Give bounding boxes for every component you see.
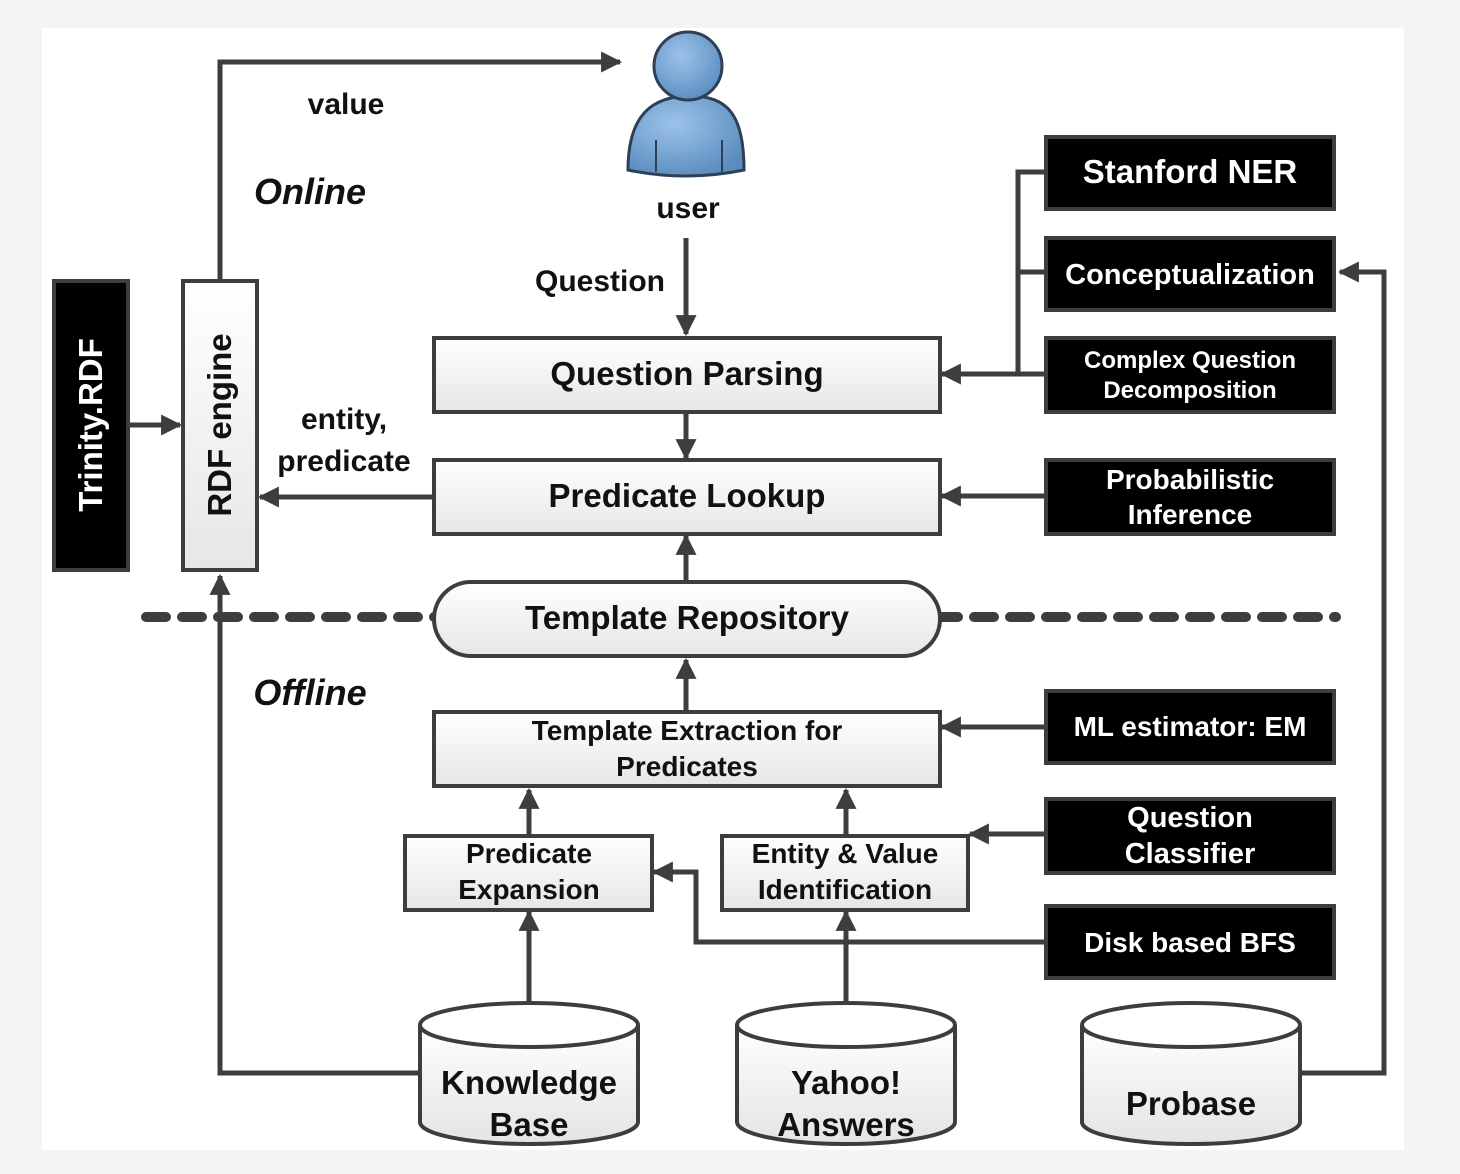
question-classifier-box: Question Classifier bbox=[1044, 797, 1336, 875]
ml-estimator-box: ML estimator: EM bbox=[1044, 689, 1336, 765]
probabilistic-inference-box: Probabilistic Inference bbox=[1044, 458, 1336, 536]
complex-question-line2: Decomposition bbox=[1103, 377, 1276, 404]
predicate-expansion-line1: Predicate bbox=[466, 838, 592, 869]
trinity-rdf-box: Trinity.RDF bbox=[52, 279, 130, 572]
knowledge-base-line2: Base bbox=[490, 1106, 569, 1143]
complex-question-box: Complex Question Decomposition bbox=[1044, 336, 1336, 414]
probabilistic-inference-line2: Inference bbox=[1128, 499, 1253, 530]
user-label: user bbox=[656, 192, 720, 225]
ml-estimator-label: ML estimator: EM bbox=[1074, 711, 1307, 742]
entity-value-line1: Entity & Value bbox=[752, 838, 939, 869]
knowledge-base-line1: Knowledge bbox=[441, 1064, 617, 1101]
question-classifier-line2: Classifier bbox=[1125, 838, 1256, 870]
entity-label: entity, bbox=[301, 403, 387, 436]
user-icon bbox=[626, 30, 746, 178]
probase-cylinder: Probase bbox=[1080, 1001, 1302, 1146]
edge-probase-to-concept bbox=[1300, 261, 1387, 1076]
disk-bfs-label: Disk based BFS bbox=[1084, 927, 1296, 958]
conceptualization-label: Conceptualization bbox=[1065, 259, 1315, 291]
template-repository-label: Template Repository bbox=[525, 599, 850, 636]
rdf-engine-label: RDF engine bbox=[201, 333, 238, 516]
online-label: Online bbox=[254, 171, 366, 212]
stanford-ner-box: Stanford NER bbox=[1044, 135, 1336, 211]
disk-bfs-box: Disk based BFS bbox=[1044, 904, 1336, 980]
entity-value-box: Entity & Value Identification bbox=[720, 834, 970, 912]
predicate-expansion-line2: Expansion bbox=[458, 874, 600, 905]
template-extraction-line1: Template Extraction for bbox=[532, 715, 843, 746]
offline-label: Offline bbox=[253, 672, 366, 713]
predicate-label: predicate bbox=[277, 445, 410, 478]
yahoo-answers-line2: Answers bbox=[777, 1106, 915, 1143]
value-label: value bbox=[308, 88, 385, 121]
edge-bfs-to-expansion bbox=[651, 861, 1046, 945]
yahoo-answers-line1: Yahoo! bbox=[791, 1064, 901, 1101]
yahoo-answers-cylinder: Yahoo! Answers bbox=[735, 1001, 957, 1146]
conceptualization-box: Conceptualization bbox=[1044, 236, 1336, 312]
probabilistic-inference-line1: Probabilistic bbox=[1106, 464, 1274, 495]
connectors bbox=[130, 51, 1387, 1076]
question-label: Question bbox=[535, 265, 665, 298]
knowledge-base-cylinder: Knowledge Base bbox=[418, 1001, 640, 1146]
edge-kb-to-rdf bbox=[209, 573, 420, 1076]
template-extraction-box: Template Extraction for Predicates bbox=[432, 710, 942, 788]
predicate-expansion-box: Predicate Expansion bbox=[403, 834, 654, 912]
question-classifier-line1: Question bbox=[1127, 802, 1253, 834]
predicate-lookup-label: Predicate Lookup bbox=[549, 477, 826, 514]
complex-question-line1: Complex Question bbox=[1084, 347, 1296, 374]
template-extraction-line2: Predicates bbox=[616, 751, 758, 782]
predicate-lookup-box: Predicate Lookup bbox=[432, 458, 942, 536]
template-repository-box: Template Repository bbox=[432, 580, 942, 658]
question-parsing-box: Question Parsing bbox=[432, 336, 942, 414]
entity-value-line2: Identification bbox=[758, 874, 932, 905]
probase-label: Probase bbox=[1126, 1085, 1256, 1122]
trinity-rdf-label: Trinity.RDF bbox=[72, 338, 109, 512]
edge-ner-bracket bbox=[1015, 169, 1046, 374]
rdf-engine-box: RDF engine bbox=[181, 279, 259, 572]
question-parsing-label: Question Parsing bbox=[550, 355, 823, 392]
stanford-ner-label: Stanford NER bbox=[1083, 153, 1298, 190]
edge-rdf-to-user bbox=[217, 51, 623, 280]
